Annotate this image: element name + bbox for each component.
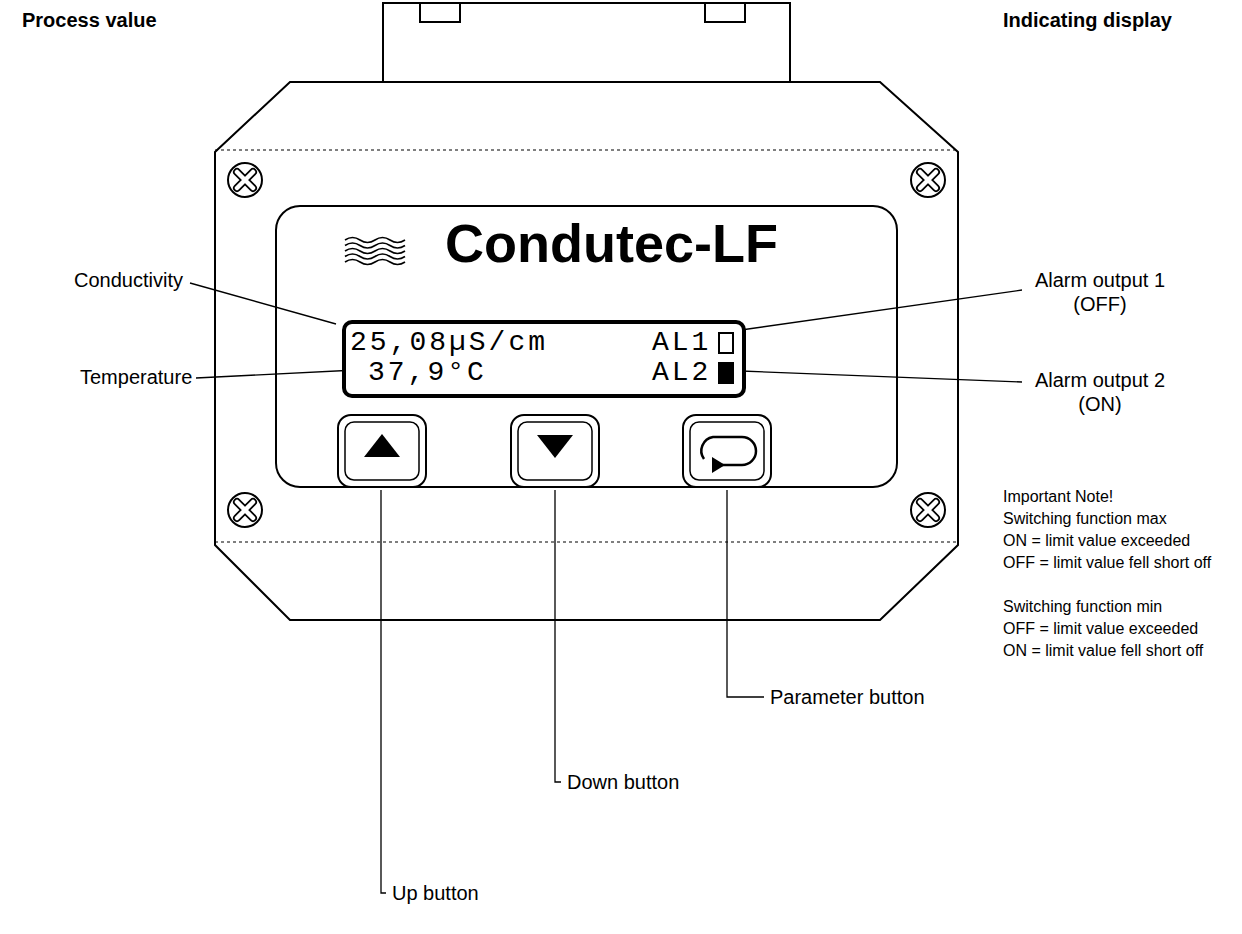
alarm-label: AL1: [652, 328, 711, 358]
leader-line: [741, 371, 1022, 382]
temperature-value: 37,9°C: [368, 358, 487, 388]
buttons: [338, 415, 771, 487]
note-text: ON = limit value fell short off: [1003, 641, 1203, 661]
lcd-display: 25,08µS/cm AL1 37,9°C AL2: [342, 320, 746, 398]
leader-line: [555, 490, 561, 782]
tab-notches: [420, 3, 745, 22]
callout-label: Up button: [392, 881, 479, 905]
callout-label: Down button: [567, 770, 679, 794]
housing: [215, 3, 958, 620]
leader-line: [741, 290, 1022, 330]
front-panel: Condutec-LF 25,08µS/cm AL1 37,9°C AL2: [275, 205, 898, 488]
screws: [228, 163, 945, 527]
callout-label: Alarm output 2 (ON): [1025, 368, 1175, 416]
note-text: Switching function max: [1003, 509, 1167, 529]
leader-line: [190, 283, 336, 324]
cable-tab: [383, 3, 790, 82]
heading: Indicating display: [1003, 8, 1172, 32]
note-text: Switching function min: [1003, 597, 1162, 617]
alarm-on-indicator: [718, 362, 734, 384]
down-button: [511, 415, 599, 487]
note-text: ON = limit value exceeded: [1003, 531, 1190, 551]
note-text: OFF = limit value fell short off: [1003, 553, 1211, 573]
callout-label: Parameter button: [770, 685, 925, 709]
alarm-off-indicator: [718, 332, 734, 354]
up-button: [338, 415, 426, 487]
leader-line: [381, 490, 386, 893]
housing-outline: [215, 82, 958, 620]
parameter-button: [683, 415, 771, 487]
heading: Process value: [22, 8, 157, 32]
conductivity-value: 25,08µS/cm: [350, 328, 548, 358]
brand-name: Condutec-LF: [445, 215, 778, 271]
screw: [228, 493, 262, 527]
note-text: OFF = limit value exceeded: [1003, 619, 1198, 639]
callout-label: Alarm output 1 (OFF): [1025, 268, 1175, 316]
screw: [228, 163, 262, 197]
alarm-label: AL2: [652, 358, 711, 388]
leader-line: [727, 490, 764, 697]
wave-logo: [345, 238, 405, 265]
callout-label: Temperature: [80, 365, 192, 389]
edge-line: [215, 541, 958, 542]
callout-label: Conductivity: [74, 268, 183, 292]
note-text: Important Note!: [1003, 487, 1113, 507]
screw: [911, 163, 945, 197]
screw: [911, 493, 945, 527]
edge-line: [215, 149, 958, 150]
